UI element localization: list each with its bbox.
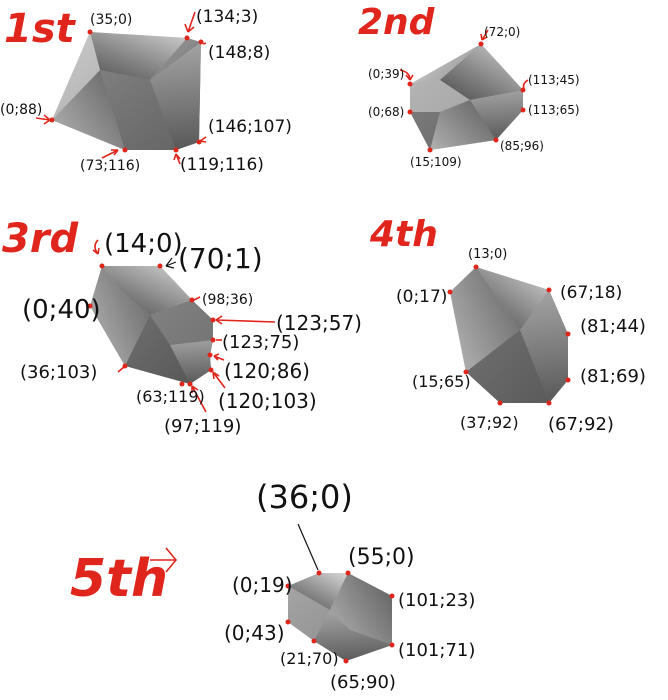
shape-5-vertices	[285, 570, 395, 664]
shape-3-label-3: (0;40)	[22, 295, 101, 325]
shape-1-title: 1st	[4, 6, 77, 52]
shape-2-arrows	[399, 29, 529, 89]
shape-2-label-3: (113;45)	[528, 73, 580, 87]
shape-3-label-2: (70;1)	[178, 242, 263, 275]
shape-4-label-3: (67;18)	[560, 283, 622, 303]
shape-4-label-4: (81;44)	[580, 316, 646, 337]
shape-2-vertices	[407, 41, 526, 153]
shape-3-label-10: (120;103)	[218, 389, 317, 413]
shape-5-label-6: (21;70)	[280, 649, 339, 668]
shape-3-polygon	[90, 266, 213, 384]
shape-3-label-7: (36;103)	[20, 362, 97, 383]
shape-5: 5th (36;0) (55;0) (0;19) (101;23) (0;43)…	[70, 478, 475, 693]
shape-4-title: 4th	[369, 214, 438, 255]
shape-3-title: 3rd	[2, 216, 79, 262]
shape-4-label-2: (0;17)	[396, 287, 447, 307]
shape-3-arrows	[92, 239, 276, 413]
shape-4: 4th (13;0) (0;17) (67;18) (81;44) (15;65…	[369, 214, 646, 435]
shape-5-polygon	[288, 573, 392, 661]
shape-1-label-1: (35;0)	[90, 12, 132, 28]
shape-1-arrows	[35, 11, 207, 165]
shape-5-label-2: (55;0)	[348, 545, 415, 570]
shape-2-title: 2nd	[358, 2, 436, 43]
shape-5-label-7: (101;71)	[398, 640, 475, 661]
shape-3-label-1: (14;0)	[104, 229, 183, 259]
shape-3-label-11: (97;119)	[164, 416, 241, 437]
shape-1-polygon	[52, 32, 201, 150]
shape-2-label-5: (113;65)	[528, 103, 580, 117]
shape-4-label-1: (13;0)	[468, 247, 507, 262]
shape-1-label-7: (119;116)	[180, 155, 264, 175]
shape-1-label-6: (73;116)	[80, 158, 140, 174]
shape-5-label-1: (36;0)	[256, 478, 353, 516]
shape-5-title: 5th	[70, 549, 168, 609]
shape-5-label-4: (101;23)	[398, 590, 475, 611]
shape-5-title-arrow	[150, 547, 178, 573]
shape-3-label-4: (98;36)	[202, 292, 253, 308]
shape-3-label-8: (120;86)	[224, 359, 310, 383]
shape-4-label-5: (15;65)	[412, 372, 471, 391]
shape-2-label-2: (0;39)	[368, 67, 404, 81]
shape-3-label-9: (63;119)	[136, 387, 205, 406]
shape-4-label-6: (81;69)	[580, 366, 646, 387]
shape-3: 3rd (14;0) (70;1) (0;	[2, 216, 362, 437]
shape-1-label-5: (146;107)	[208, 117, 292, 137]
shape-5-label-5: (0;43)	[224, 621, 285, 645]
shape-2-label-4: (0;68)	[368, 105, 404, 119]
shape-3-label-5: (123;57)	[276, 311, 362, 335]
shape-4-polygon	[450, 267, 568, 403]
shape-1-label-2: (134;3)	[196, 7, 258, 27]
shape-1-label-4: (0;88)	[0, 102, 42, 118]
shape-4-label-7: (37;92)	[460, 413, 519, 432]
shape-4-vertices	[447, 264, 571, 406]
shape-3-label-6: (123;75)	[222, 332, 299, 353]
shape-2-polygon	[410, 44, 523, 150]
shape-2-label-6: (85;96)	[500, 139, 544, 153]
shape-5-label-8: (65;90)	[330, 672, 396, 693]
shape-2-label-1: (72;0)	[484, 25, 520, 39]
shape-1: 1st (35;0) (134;3) (148;8) (0;88) (146;1…	[0, 6, 292, 175]
shape-2-label-7: (15;109)	[410, 155, 462, 169]
shape-1-vertices	[49, 29, 204, 153]
shape-4-label-8: (67;92)	[548, 414, 614, 435]
shape-1-label-3: (148;8)	[208, 43, 270, 63]
shape-5-label-1-pointer	[297, 523, 319, 571]
shape-2: 2nd (72;0) (0;39) (113;45) (0;68) (113;6…	[358, 2, 580, 169]
shape-5-label-3: (0;19)	[232, 573, 293, 597]
